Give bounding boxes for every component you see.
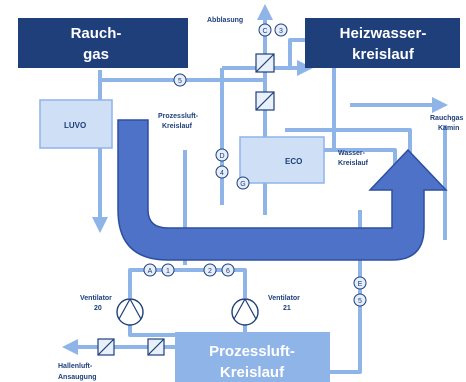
svg-text:3: 3 (279, 28, 283, 35)
svg-text:A: A (148, 268, 153, 275)
label-kamin-2: Kamin (438, 125, 459, 132)
svg-text:6: 6 (226, 268, 230, 275)
marker-d: D (215, 148, 229, 162)
heizwasser-box-line2: kreislauf (352, 46, 415, 63)
marker-3: 3 (274, 23, 288, 37)
label-ventilator20-1: Ventilator (80, 295, 112, 302)
svg-text:D: D (219, 153, 224, 160)
marker-4: 4 (215, 165, 229, 179)
marker-1: 1 (161, 263, 175, 277)
svg-text:5: 5 (178, 78, 182, 85)
eco-label: ECO (285, 157, 302, 166)
label-hallenluft-2: Ansaugung (58, 374, 97, 381)
valve-lower (255, 91, 275, 111)
label-ventilator21-1: Ventilator (268, 295, 300, 302)
valve-hallenluft-1 (97, 338, 115, 356)
label-wasser-1: Wasser- (338, 150, 366, 157)
label-prozessluft-2: Kreislauf (162, 123, 193, 130)
flue-gas-flow-arrow (117, 119, 448, 261)
valve-upper (255, 53, 275, 73)
svg-text:C: C (262, 28, 267, 35)
label-abblasung: Abblasung (207, 17, 243, 24)
rauchgas-box-line2: gas (83, 46, 109, 63)
svg-text:G: G (240, 181, 245, 188)
prozessluft-box (175, 332, 330, 382)
svg-text:1: 1 (166, 268, 170, 275)
pipe-ventilator-manifold (128, 268, 247, 298)
rauchgas-box (18, 18, 188, 68)
pipe-network (62, 4, 448, 374)
svg-text:2: 2 (208, 268, 212, 275)
label-kamin-1: Rauchgas (430, 115, 464, 122)
marker-2: 2 (203, 263, 217, 277)
marker-c: C (258, 23, 272, 37)
luvo-box (39, 99, 113, 149)
label-hallenluft-1: Hallenluft- (58, 363, 93, 370)
eco-box (239, 136, 325, 184)
rauchgas-box-line1: Rauch- (71, 25, 122, 42)
marker-6: 6 (221, 263, 235, 277)
valve-hallenluft-2 (147, 338, 165, 356)
prozessluft-box-line2: Kreislauf (220, 364, 285, 381)
prozessluft-box-line1: Prozessluft- (209, 343, 295, 360)
svg-text:E: E (358, 281, 363, 288)
marker-g: G (236, 176, 250, 190)
pipe-e5-vertical (330, 210, 362, 374)
marker-5: 5 (173, 73, 187, 87)
svg-text:4: 4 (220, 170, 224, 177)
pipe-heizwasser-left (288, 38, 305, 68)
marker-a: A (143, 263, 157, 277)
marker-5-lower: 5 (353, 293, 367, 307)
ventilator-21-symbol (231, 298, 259, 326)
label-prozessluft-1: Prozessluft- (158, 113, 199, 120)
label-wasser-2: Kreislauf (338, 160, 369, 167)
marker-e: E (353, 276, 367, 290)
label-ventilator21-2: 21 (283, 305, 291, 312)
luvo-label: LUVO (64, 121, 86, 130)
heizwasser-box-line1: Heizwasser- (340, 25, 427, 42)
pipe-ventilator-out (128, 325, 175, 337)
label-ventilator20-2: 20 (94, 305, 102, 312)
ventilator-20-symbol (116, 298, 144, 326)
svg-text:5: 5 (358, 298, 362, 305)
heizwasser-box (305, 18, 460, 68)
